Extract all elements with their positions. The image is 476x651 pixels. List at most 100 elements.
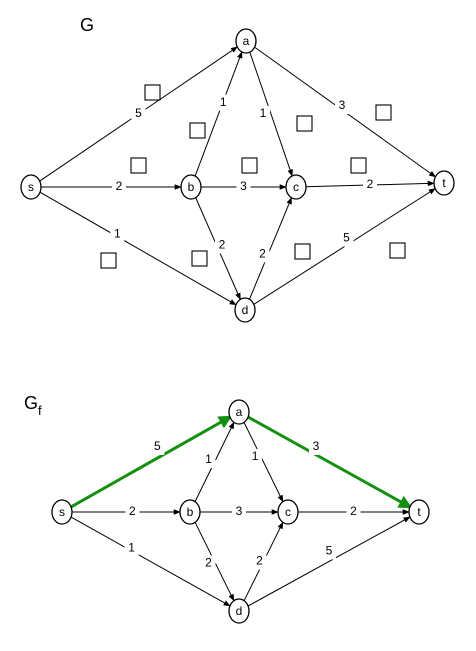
edge-s-d — [39, 191, 237, 306]
edge-label-background — [112, 179, 126, 195]
node-d: d — [234, 297, 256, 323]
node-b: b — [179, 499, 201, 525]
edge-label-background — [201, 452, 216, 468]
node-a: a — [235, 28, 257, 54]
blank-answer-box[interactable] — [130, 157, 147, 174]
edge-label-background — [335, 98, 349, 114]
edge-weight-s-d: 1 — [114, 227, 121, 241]
graph-title: G — [80, 15, 94, 35]
node-circle — [228, 598, 250, 624]
node-circle — [51, 499, 73, 525]
graph-title: Gf — [24, 393, 42, 418]
node-b: b — [180, 174, 202, 200]
edge-label-background — [125, 504, 140, 520]
edge-weight-a-c: 1 — [252, 449, 259, 463]
edge-weight-b-c: 3 — [236, 504, 243, 518]
edge-label-background — [110, 226, 125, 243]
edge-weight-s-b: 2 — [129, 504, 136, 518]
node-circle — [433, 170, 455, 196]
edge-b-a — [194, 51, 243, 177]
edge-weight-d-t: 5 — [343, 231, 350, 245]
edge-label-background — [309, 439, 323, 455]
edge-weight-s-a: 5 — [135, 106, 142, 120]
node-circle — [180, 174, 202, 200]
edge-label-background — [322, 543, 336, 560]
node-label: b — [187, 505, 194, 519]
edge-label-background — [201, 555, 216, 572]
node-circle — [285, 174, 307, 200]
node-label: s — [59, 505, 65, 519]
edge-d-t — [247, 516, 411, 607]
blank-answer-box[interactable] — [100, 252, 117, 269]
node-label: c — [285, 505, 291, 519]
edge-label-background — [252, 553, 267, 570]
blank-answer-box[interactable] — [191, 250, 208, 267]
edge-a-c — [249, 51, 293, 177]
edge-weight-a-t: 3 — [313, 439, 320, 453]
node-circle — [234, 297, 256, 323]
node-label: c — [293, 180, 299, 194]
edge-label-background — [216, 94, 231, 111]
node-circle — [179, 499, 201, 525]
blank-answer-box[interactable] — [375, 104, 392, 121]
edge-a-t-highlighted — [247, 415, 413, 509]
edge-weight-a-c: 1 — [260, 106, 267, 120]
node-t: t — [433, 170, 455, 196]
edge-d-c — [248, 197, 293, 300]
edge-weight-s-d: 1 — [128, 541, 135, 555]
edge-label-background — [339, 230, 354, 247]
edge-s-d — [70, 516, 231, 607]
edge-weight-d-c: 2 — [259, 247, 266, 261]
edge-weight-b-a: 1 — [220, 95, 227, 109]
edge-label-background — [236, 179, 251, 195]
edge-weight-c-t: 2 — [367, 177, 374, 191]
node-label: d — [242, 303, 249, 317]
blank-answer-box[interactable] — [294, 243, 311, 260]
blank-answer-box[interactable] — [296, 115, 313, 132]
node-label: b — [188, 180, 195, 194]
edge-s-a-highlighted — [70, 415, 233, 509]
node-label: s — [28, 180, 34, 194]
node-c: c — [277, 499, 299, 525]
edge-weight-s-a: 5 — [154, 439, 161, 453]
edge-label-background — [131, 106, 146, 122]
blank-answer-box[interactable] — [389, 242, 406, 259]
node-s: s — [51, 499, 73, 525]
node-label: t — [442, 176, 446, 190]
edge-label-background — [255, 246, 270, 263]
node-circle — [408, 499, 430, 525]
node-circle — [20, 174, 42, 200]
edge-label-background — [124, 540, 139, 557]
node-c: c — [285, 174, 307, 200]
blank-answer-box[interactable] — [241, 157, 258, 174]
blank-answer-box[interactable] — [144, 84, 161, 101]
node-label: a — [236, 405, 243, 419]
edge-weight-b-c: 3 — [240, 179, 247, 193]
edge-weight-b-d: 2 — [219, 238, 226, 252]
node-s: s — [20, 174, 42, 200]
edge-weight-a-t: 3 — [339, 98, 346, 112]
graph-g: G 5 2 1 1 1 3 3 2 2 2 5 s a b c d t — [20, 15, 455, 323]
node-a: a — [228, 399, 250, 425]
edge-weight-s-b: 2 — [116, 179, 123, 193]
node-label: a — [243, 34, 250, 48]
edge-label-background — [232, 504, 246, 520]
node-circle — [228, 399, 250, 425]
node-label: t — [417, 505, 421, 519]
edge-a-c — [243, 422, 284, 503]
node-label: d — [236, 604, 243, 618]
node-t: t — [408, 499, 430, 525]
node-d: d — [228, 598, 250, 624]
blank-answer-box[interactable] — [350, 157, 367, 174]
edge-label-background — [256, 106, 270, 122]
edge-label-background — [248, 449, 263, 465]
edge-weight-d-t: 5 — [326, 544, 333, 558]
edge-weight-c-t: 2 — [350, 504, 357, 518]
edge-weight-b-a: 1 — [205, 452, 212, 466]
edge-label-background — [215, 237, 229, 254]
edge-weight-d-c: 2 — [256, 554, 263, 568]
edge-label-background — [346, 504, 361, 520]
blank-answer-box[interactable] — [189, 122, 206, 139]
